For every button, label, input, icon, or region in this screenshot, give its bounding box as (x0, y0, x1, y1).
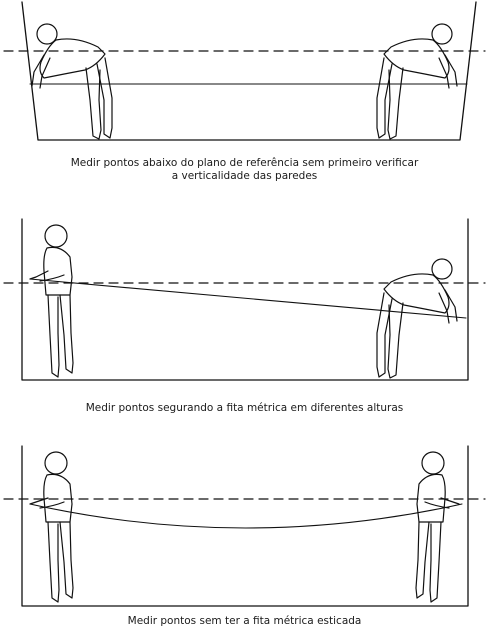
measuring-tape-3 (29, 503, 463, 529)
caption-3: Medir pontos sem ter a fita métrica esti… (0, 615, 489, 628)
worker-leg (47, 294, 60, 378)
worker-arm (39, 274, 65, 282)
worker-arm (31, 54, 51, 89)
tank-2 (21, 218, 469, 381)
caption-1-line-1: Medir pontos abaixo do plano de referênc… (70, 157, 419, 169)
caption-1: Medir pontos abaixo do plano de referênc… (0, 157, 489, 183)
worker-head (44, 224, 68, 248)
worker-arm (29, 270, 49, 280)
worker-leg (59, 294, 74, 374)
panel-3-illustration (3, 445, 486, 607)
measuring-tape-2 (29, 278, 467, 319)
worker-right-1 (376, 23, 458, 140)
caption-1-line-2: a verticalidade das paredes (171, 170, 318, 182)
worker-head (44, 451, 68, 475)
worker-right-3 (415, 451, 460, 603)
tank-1 (21, 1, 477, 141)
worker-left-3 (29, 451, 74, 603)
worker-arm (39, 501, 65, 509)
panel-2-illustration (3, 218, 486, 381)
panel-1-illustration (3, 1, 486, 141)
caption-3-line-1: Medir pontos sem ter a fita métrica esti… (127, 615, 362, 627)
worker-head (36, 23, 58, 45)
caption-2: Medir pontos segurando a fita métrica em… (0, 402, 489, 415)
worker-right-2 (376, 258, 458, 379)
worker-left-2 (29, 224, 74, 378)
worker-leg (47, 521, 60, 603)
worker-leg (96, 57, 113, 139)
tank-3 (21, 445, 469, 607)
caption-2-line-1: Medir pontos segurando a fita métrica em… (85, 402, 404, 414)
worker-leg (59, 521, 74, 599)
worker-left-1 (31, 23, 113, 140)
worker-torso (39, 38, 106, 79)
worker-arm (29, 497, 49, 505)
worker-leg (85, 67, 102, 140)
